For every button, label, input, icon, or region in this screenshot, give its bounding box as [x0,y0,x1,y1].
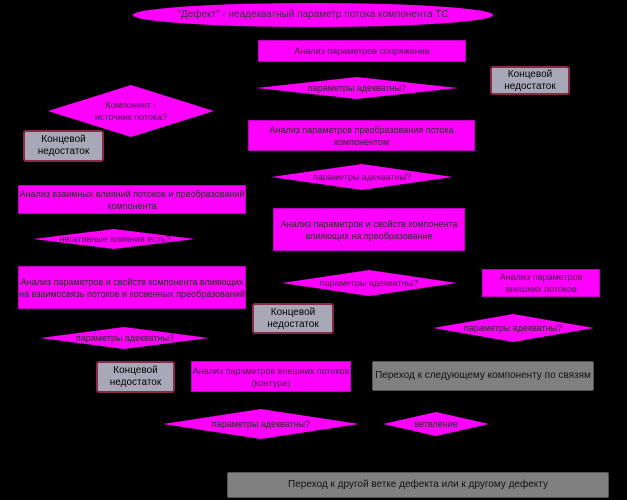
decision-params-2-shape [271,164,453,190]
decision-params-4-shape [433,314,594,342]
next-component-box: Переход к следующему компоненту по связя… [372,361,594,391]
analysis-props-mutual-box: Анализ параметров и свойств компонента в… [18,266,246,309]
end-deficiency-box-3: Концевой недостаток [252,303,334,334]
analysis-props-box: Анализ параметров и свойств компонента в… [273,208,465,251]
analysis-transform-box: Анализ параметров преобразования потока … [248,120,475,151]
decision-params-5-shape [40,327,209,349]
decision-params-3-shape [282,270,457,296]
end-deficiency-box-4: Концевой недостаток [96,361,175,393]
decision-params-1-shape [256,77,458,99]
analysis-external-contour-box: Анализ параметров внешних потоков (конту… [191,361,351,392]
analysis-coupling-box: Анализ параметров сопряжения [258,40,466,62]
decision-mutual-shape [33,229,195,249]
end-deficiency-box-2: Концевой недостаток [23,130,104,162]
analysis-mutual-box: Анализ взаимных влияний потоков и преобр… [18,185,246,214]
analysis-external-box: Анализ параметров внешних потоков [482,269,600,297]
decision-source-shape [48,85,214,137]
decision-params-6-shape [163,409,359,439]
end-deficiency-box-1: Концевой недостаток [490,66,570,95]
other-branch-box: Переход к другой ветке дефекта или к дру… [227,472,609,498]
branching-shape [383,412,489,436]
diagram-title: "Дефект" - неадекватный параметр потока … [133,3,493,27]
